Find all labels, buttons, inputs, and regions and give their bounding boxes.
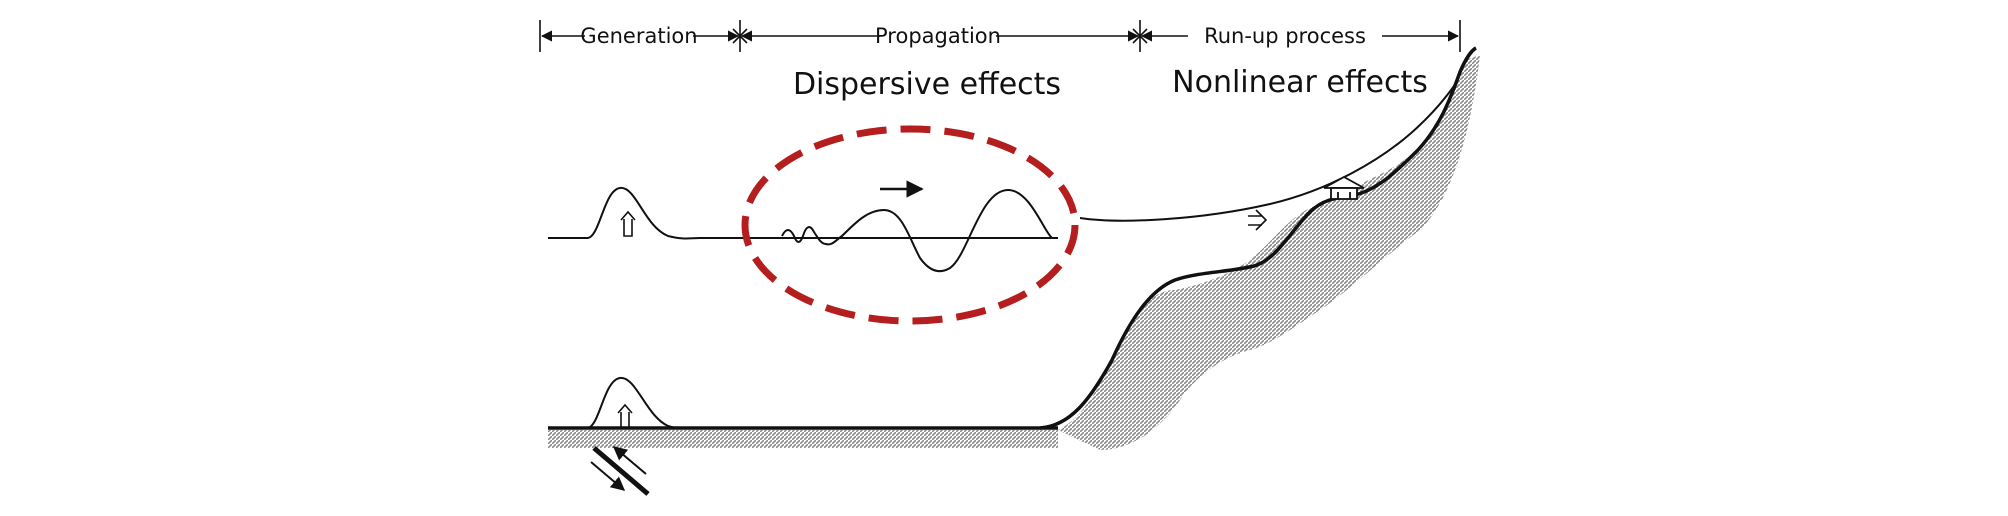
phase-label-run-up: Run-up process bbox=[1204, 24, 1366, 48]
hollow-arrow-up-icon bbox=[620, 210, 636, 237]
nonlinear-effects-label: Nonlinear effects bbox=[1172, 65, 1428, 100]
house-icon bbox=[1323, 175, 1365, 200]
phase-label-generation: Generation bbox=[580, 24, 697, 48]
sea-surface-line bbox=[548, 61, 1469, 273]
fault-slip-icon bbox=[590, 446, 650, 496]
hollow-arrow-up-icon bbox=[617, 403, 633, 429]
coastline-profile bbox=[1039, 46, 1477, 430]
dispersive-highlight-ellipse bbox=[741, 125, 1079, 325]
phase-label-propagation: Propagation bbox=[875, 24, 1001, 48]
seafloor-hatching bbox=[548, 430, 1058, 448]
seafloor-uplift-wave bbox=[587, 377, 699, 430]
phase-dimension-line bbox=[539, 20, 1461, 52]
coastline-hatching bbox=[1058, 55, 1480, 450]
hollow-arrow-right-icon bbox=[1248, 209, 1268, 231]
dispersive-effects-label: Dispersive effects bbox=[793, 67, 1061, 102]
